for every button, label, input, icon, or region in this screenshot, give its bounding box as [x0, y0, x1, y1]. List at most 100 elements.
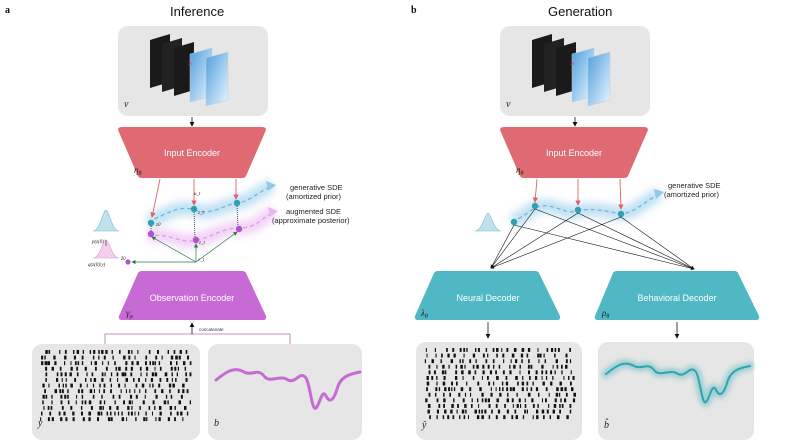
spike-tick [154, 406, 156, 410]
spike-tick [455, 370, 458, 375]
spike-tick [441, 353, 443, 358]
spike-tick [82, 417, 85, 422]
spike-tick [510, 359, 512, 364]
spike-tick [519, 364, 521, 369]
behavior-symbol-b: b̂ [604, 418, 609, 431]
spike-tick [79, 383, 82, 388]
spike-tick [452, 348, 455, 352]
spike-tick [154, 366, 156, 371]
spike-tick [170, 366, 173, 371]
spike-tick [93, 389, 95, 394]
spike-tick [186, 411, 189, 416]
spike-tick [140, 372, 142, 377]
spike-tick [106, 411, 109, 416]
spike-tick [118, 366, 121, 371]
spike-tick [559, 392, 561, 397]
spike-tick [110, 372, 113, 377]
spike-tick [506, 387, 509, 392]
spike-tick [425, 348, 427, 352]
spike-tick [129, 389, 131, 394]
spike-tick [542, 398, 543, 403]
spike-tick [487, 353, 489, 358]
spike-tick [145, 366, 149, 371]
spike-tick [98, 355, 100, 360]
spike-tick [89, 389, 93, 394]
spike-tick [461, 370, 464, 375]
spike-tick [515, 376, 518, 380]
spike-tick [81, 389, 84, 394]
spike-tick [81, 411, 83, 416]
spike-tick [80, 406, 83, 410]
spike-tick [54, 361, 57, 366]
spike-tick [426, 381, 430, 386]
spike-tick [426, 387, 428, 392]
spike-tick [54, 389, 58, 394]
spike-tick [43, 406, 45, 410]
spike-tick [60, 417, 63, 422]
spike-tick [571, 387, 574, 392]
spike-tick [509, 387, 512, 392]
spike-tick [501, 381, 504, 386]
spike-tick [51, 400, 53, 405]
node-label: z_t [198, 241, 205, 246]
spike-tick [107, 417, 111, 422]
behavior-box-b: b̂ [598, 342, 755, 440]
spike-tick [77, 389, 80, 394]
spike-tick [73, 355, 76, 360]
spike-tick [544, 359, 546, 364]
spike-tick [475, 359, 477, 364]
spike-tick [501, 348, 503, 352]
spike-tick [171, 378, 173, 382]
obs-encoder-symbol-a: γφ [126, 308, 134, 320]
spike-tick [152, 400, 155, 405]
spike-tick [548, 404, 550, 408]
spike-tick [110, 411, 112, 416]
spike-tick [45, 366, 48, 371]
spike-tick [130, 366, 133, 371]
spike-tick [103, 355, 106, 360]
spike-tick [524, 409, 526, 414]
sde-bottom-label-2: (approximate posterior) [272, 216, 350, 225]
spike-tick [559, 409, 561, 414]
spike-tick [166, 378, 169, 382]
spike-tick [67, 389, 69, 394]
panel-b: × v Input Encoder ηθ [414, 26, 760, 440]
spike-tick [487, 364, 490, 369]
spike-tick [521, 387, 524, 392]
spike-tick [563, 376, 565, 380]
spike-tick [93, 378, 97, 382]
spike-tick [495, 387, 497, 392]
spike-tick [161, 389, 164, 394]
spike-tick [448, 387, 451, 392]
spike-tick [65, 383, 67, 388]
spike-tick [138, 411, 140, 416]
spike-tick [121, 411, 123, 416]
spike-tick [158, 361, 161, 366]
spike-tick [512, 404, 514, 408]
spike-tick [135, 383, 138, 388]
spike-tick [505, 376, 508, 380]
spike-tick [490, 392, 493, 397]
spike-tick [148, 350, 151, 354]
spike-tick [535, 370, 538, 375]
spike-tick [427, 409, 430, 414]
spike-tick [505, 381, 509, 386]
svg-text:×: × [570, 61, 574, 68]
spike-tick [146, 417, 148, 422]
spike-tick [491, 409, 493, 414]
spike-tick [532, 415, 534, 420]
spike-tick [145, 355, 148, 360]
spike-tick [443, 376, 446, 380]
input-encoder-symbol-a: ηθ [134, 165, 141, 177]
spike-tick [161, 355, 163, 360]
spike-tick [99, 400, 102, 405]
spike-tick [121, 417, 125, 422]
stimulus-box-a: × v [118, 26, 268, 116]
spike-tick [91, 372, 94, 377]
spike-tick [42, 400, 44, 405]
spike-tick [463, 415, 466, 420]
p-dist-label: p(z(0)) [91, 240, 106, 245]
spike-tick [130, 411, 133, 416]
spike-tick [527, 392, 531, 397]
spike-tick [556, 364, 559, 369]
